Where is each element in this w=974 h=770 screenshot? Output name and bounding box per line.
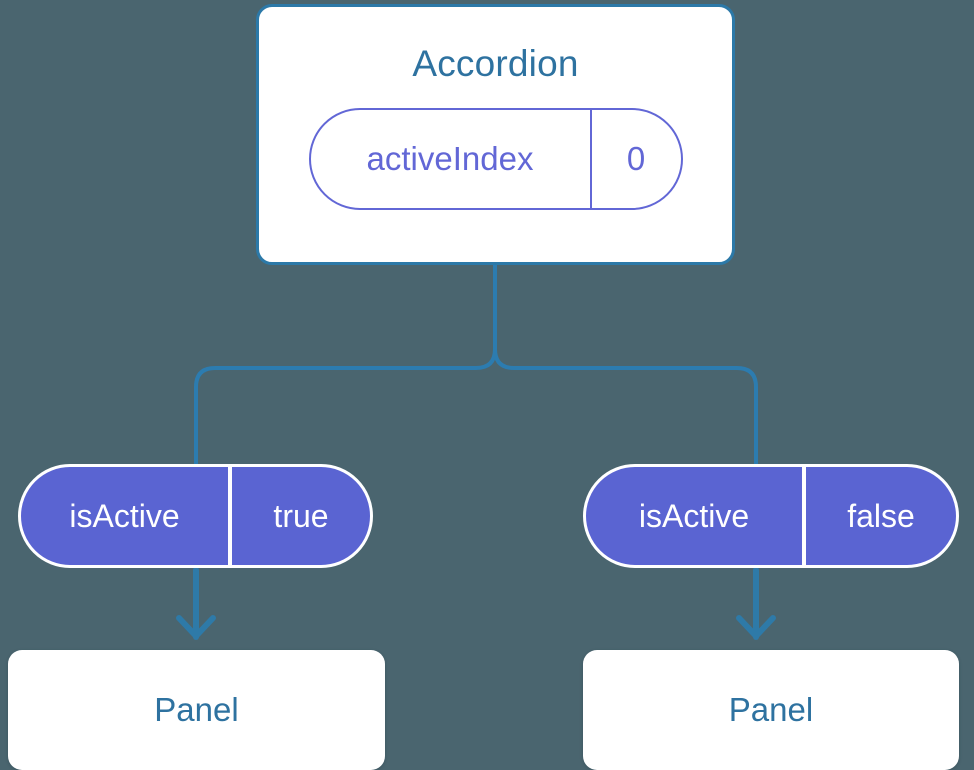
prop-pill-key: isActive bbox=[21, 467, 232, 565]
prop-pill-is-active-right[interactable]: isActive false bbox=[583, 464, 959, 568]
page-title: Accordion bbox=[412, 43, 579, 84]
prop-pill-value: 0 bbox=[626, 140, 646, 177]
component-card-panel-right[interactable]: Panel bbox=[583, 650, 959, 770]
component-card-panel-left[interactable]: Panel bbox=[8, 650, 385, 770]
prop-pill-active-index[interactable]: activeIndex 0 bbox=[308, 108, 683, 210]
card-title: Panel bbox=[728, 691, 814, 728]
arrow-down-icon-right bbox=[736, 615, 776, 639]
arrow-down-icon-left bbox=[176, 615, 216, 639]
card-title: Panel bbox=[154, 691, 239, 728]
prop-pill-value: false bbox=[847, 497, 915, 534]
prop-pill-key: isActive bbox=[586, 467, 806, 565]
component-card-accordion[interactable]: Accordion activeIndex 0 bbox=[256, 4, 735, 265]
prop-pill-is-active-left[interactable]: isActive true bbox=[18, 464, 373, 568]
prop-pill-value: true bbox=[273, 497, 329, 534]
connector-branch-right bbox=[493, 347, 758, 466]
connector-branch-left bbox=[194, 347, 497, 466]
prop-pill-key: activeIndex bbox=[311, 110, 592, 208]
